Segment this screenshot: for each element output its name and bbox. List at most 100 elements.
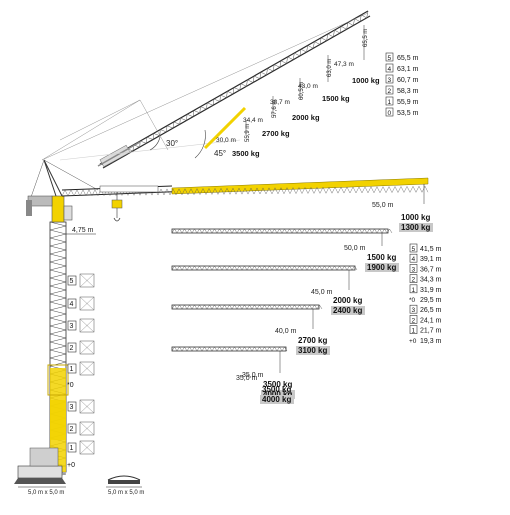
jib-load-label: 1500 kg (367, 253, 396, 262)
luffing-height-value: 60,7 m (397, 77, 419, 84)
tower-section-number: 3 (70, 323, 74, 330)
luffing-vertical-height: 57,6 m (272, 100, 278, 118)
jib-load-label: 1000 kg (401, 213, 430, 222)
section-badge-number: 3 (412, 266, 416, 273)
jib-load-label-alt: 1900 kg (367, 263, 396, 272)
luffing-height-value: 55,9 m (397, 99, 419, 106)
tower-section-frame (79, 399, 95, 414)
section-badge (385, 63, 394, 73)
tower-section-frame (79, 340, 95, 355)
section-badge-number: 3 (388, 77, 392, 84)
jib-radius-label: 55,0 m (372, 202, 394, 209)
tower-section-number: 5 (70, 278, 74, 285)
section-badge-number: 2 (412, 277, 416, 284)
section-badge-number: 1 (388, 99, 392, 106)
tower-section-number: 1 (70, 366, 74, 373)
hook-height-value: 39,1 m (420, 256, 442, 263)
jib-load-highlight (331, 306, 365, 315)
jib-load-label-alt: 4000 kg (262, 395, 291, 404)
hook-height-value: 31,9 m (420, 287, 442, 294)
section-badge-number: +0 (409, 338, 417, 345)
section-badge (385, 74, 394, 84)
short-jib (171, 265, 356, 271)
luffing-height-value: 53,5 m (397, 110, 419, 117)
tower-offset-label: 4,75 m (72, 227, 94, 234)
tower-section-frame (79, 273, 95, 288)
tower-section-number: +0 (67, 462, 75, 469)
luffing-vertical-height: 55,9 m (245, 124, 251, 142)
luffing-height-value: 63,1 m (397, 66, 419, 73)
tower-section-frame (79, 318, 95, 333)
jib-load-highlight (261, 390, 295, 399)
tower-section-number: 3 (70, 404, 74, 411)
jib-radius-label: 50,0 m (344, 245, 366, 252)
jib-radius-label: 35,0 m (242, 372, 264, 379)
luffing-load-label: 2700 kg (262, 129, 290, 138)
tower-section-frame (79, 421, 95, 436)
section-badge-number: 5 (412, 246, 416, 253)
section-badge (409, 264, 418, 273)
section-badge-number: 2 (412, 317, 416, 324)
jib-load-label-alt: 4000 kg (263, 390, 292, 399)
section-badge-number: 0 (388, 110, 392, 117)
upper-angle-label: 30° (166, 139, 178, 148)
tower-section-frame (79, 296, 95, 311)
jib-radius-label: 35,0 m (236, 375, 258, 382)
hook-height-value: 24,1 m (420, 317, 442, 324)
section-badge (409, 253, 418, 263)
tower-section-badge (67, 320, 77, 331)
luffing-load-label: 1500 kg (322, 94, 350, 103)
luffing-radius-label: 43,0 m (298, 83, 318, 90)
short-jib (171, 304, 320, 310)
hook-height-value: 29,5 m (420, 297, 442, 304)
luffing-load-label: 3500 kg (232, 149, 260, 158)
section-badge (385, 107, 394, 117)
hook-height-value: 26,5 m (420, 307, 442, 314)
tower-section-badge (67, 342, 77, 353)
luffing-radius-label: 38,7 m (270, 99, 290, 106)
section-badge-number: 3 (412, 307, 416, 314)
tower-section-number: 4 (70, 301, 74, 308)
section-badge-number: 4 (388, 66, 392, 73)
tower-section-badge (67, 401, 77, 412)
base-right-label: 5,0 m x 5,0 m (108, 490, 144, 496)
tower-section-frame (79, 361, 95, 376)
luffing-load-label: 1000 kg (352, 76, 380, 85)
luffing-height-value: 58,3 m (397, 88, 419, 95)
luffing-radius-label: 30,0 m (216, 137, 236, 144)
section-badge-number: *0 (409, 297, 416, 304)
section-badge-number: 1 (412, 287, 416, 294)
luffing-jib: 30° 45° (41, 10, 371, 169)
section-badge (409, 315, 418, 324)
tower-section-number: 2 (70, 345, 74, 352)
jib-radius-label: 40,0 m (275, 328, 297, 335)
section-badge-number: 2 (388, 88, 392, 95)
section-badge (385, 85, 394, 95)
tower-section-number: 1 (70, 445, 74, 452)
jib-load-label-alt: 1300 kg (401, 223, 430, 232)
short-jib-truss (171, 228, 393, 234)
hook-height-value: 21,7 m (420, 328, 442, 335)
tower-section-number: *0 (67, 382, 74, 389)
section-badge (409, 274, 418, 283)
luffing-height-value: 65,5 m (397, 55, 419, 62)
jib-load-highlight (260, 395, 294, 404)
section-badge (409, 325, 418, 334)
tower-section-badge (67, 363, 77, 374)
jib-load-label: 3500 kg (262, 385, 291, 394)
tower-section-badge (67, 423, 77, 434)
jib-load-label: 2700 kg (298, 336, 327, 345)
short-jib (171, 346, 287, 352)
short-jib-truss (171, 346, 288, 352)
tower-section-frame (79, 440, 95, 455)
luffing-vertical-height: 60,5 m (299, 82, 305, 100)
jib-load-label: 2000 kg (333, 296, 362, 305)
section-badge-number: 4 (412, 256, 416, 263)
section-badge (409, 284, 418, 294)
main-jib (61, 177, 429, 222)
short-jib (171, 228, 389, 234)
tower-section-number: 2 (70, 426, 74, 433)
